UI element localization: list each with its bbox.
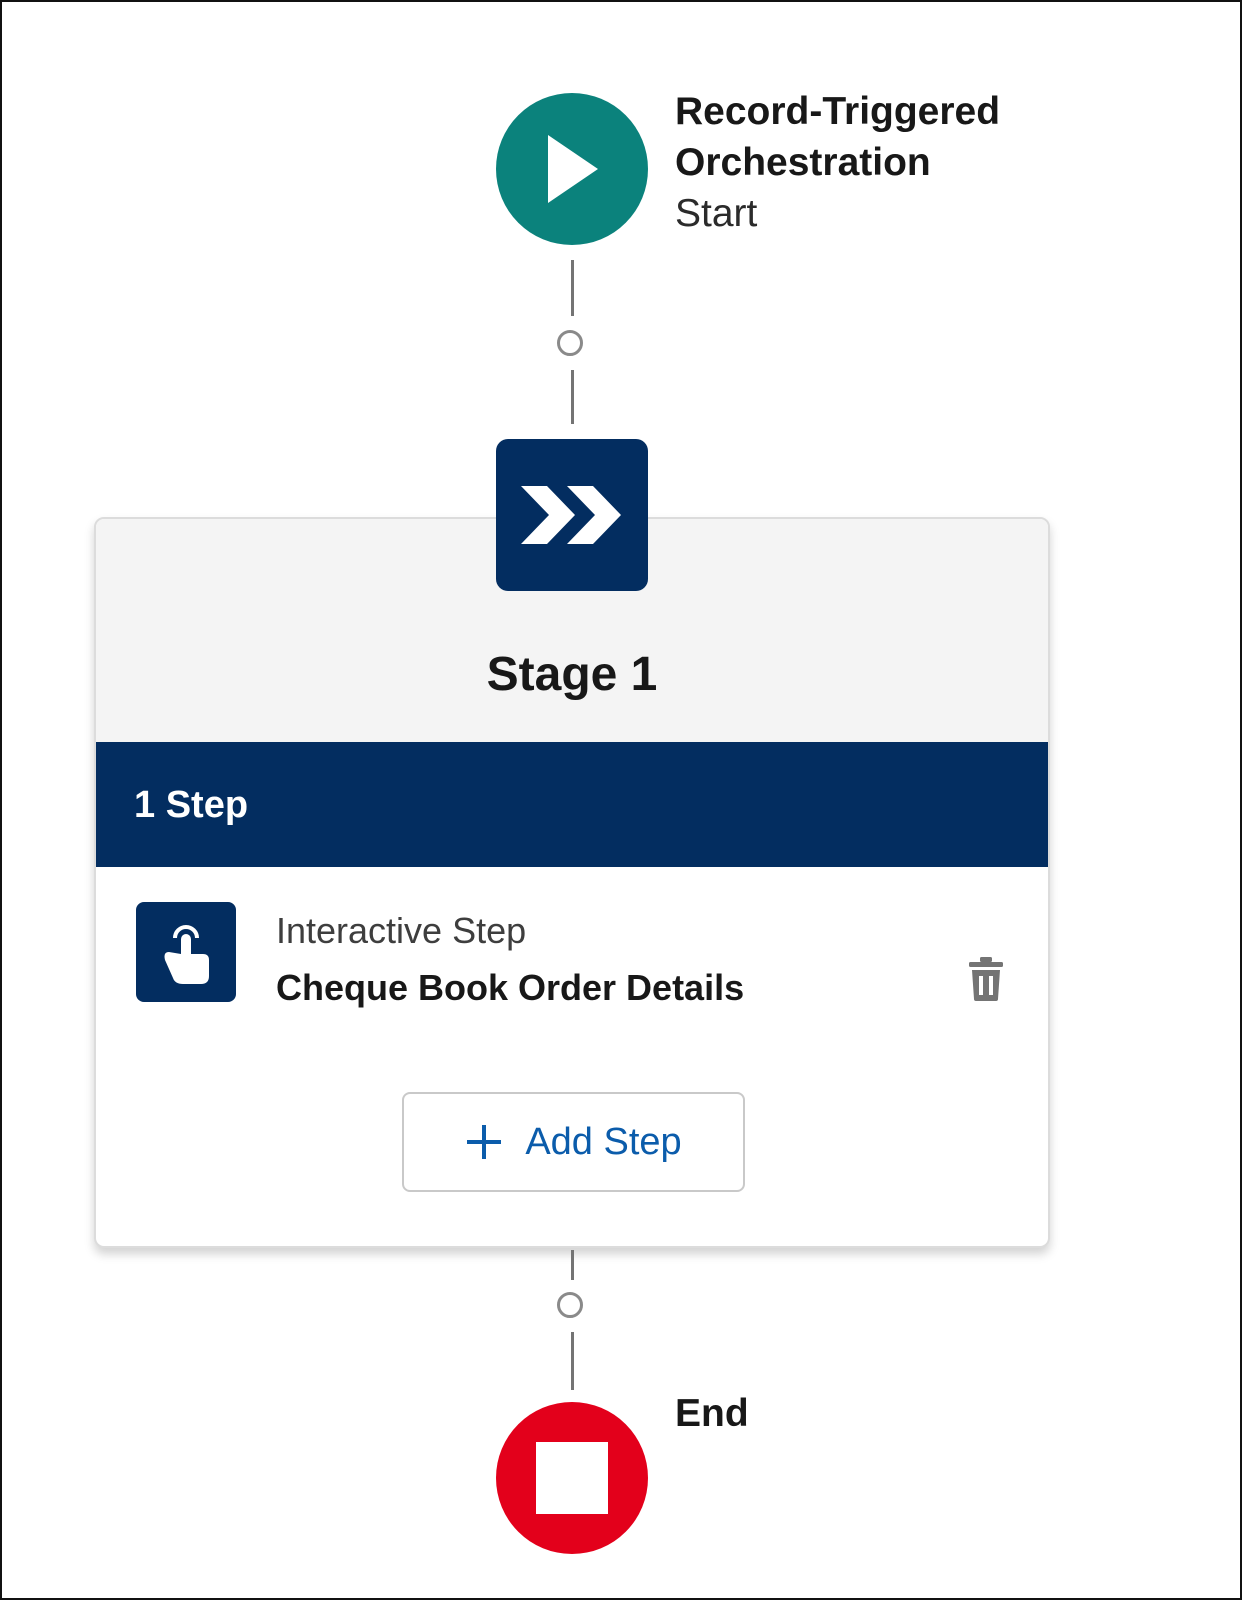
- delete-step-button[interactable]: [966, 955, 1006, 1003]
- add-element-connector[interactable]: [557, 1292, 583, 1318]
- connector-line: [571, 1250, 574, 1280]
- step-item[interactable]: Interactive Step Cheque Book Order Detai…: [96, 867, 1048, 1027]
- end-node[interactable]: [496, 1402, 648, 1554]
- touch-hand-icon: [164, 925, 209, 984]
- step-count-label: 1 Step: [134, 784, 249, 826]
- stop-icon: [536, 1442, 608, 1514]
- add-step-button[interactable]: Add Step: [402, 1092, 745, 1192]
- start-node[interactable]: [496, 93, 648, 245]
- stage-icon-box[interactable]: [496, 439, 648, 591]
- start-subtitle: Start: [675, 192, 758, 235]
- add-element-connector[interactable]: [557, 330, 583, 356]
- add-step-label: Add Step: [525, 1120, 682, 1163]
- start-node-label: Record-Triggered Orchestration Start: [675, 86, 1195, 239]
- end-node-label: End: [675, 1392, 749, 1435]
- start-title-line2: Orchestration: [675, 141, 931, 184]
- start-title-line1: Record-Triggered: [675, 90, 1001, 133]
- step-name: Cheque Book Order Details: [276, 967, 745, 1008]
- step-icon-box: [136, 902, 236, 1002]
- chevrons-right-icon: [521, 486, 621, 544]
- stage-card[interactable]: Stage 1 1 Step Interactive Step Cheque B…: [94, 517, 1050, 1248]
- connector-line: [571, 260, 574, 316]
- connector-line: [571, 370, 574, 424]
- stage-title: Stage 1: [486, 648, 658, 701]
- step-type: Interactive Step: [276, 910, 527, 951]
- plus-icon: [467, 1125, 502, 1159]
- play-icon: [548, 135, 598, 203]
- connector-line: [571, 1332, 574, 1390]
- stage-steps-band: 1 Step: [96, 742, 1048, 867]
- trash-icon: [969, 957, 1003, 1001]
